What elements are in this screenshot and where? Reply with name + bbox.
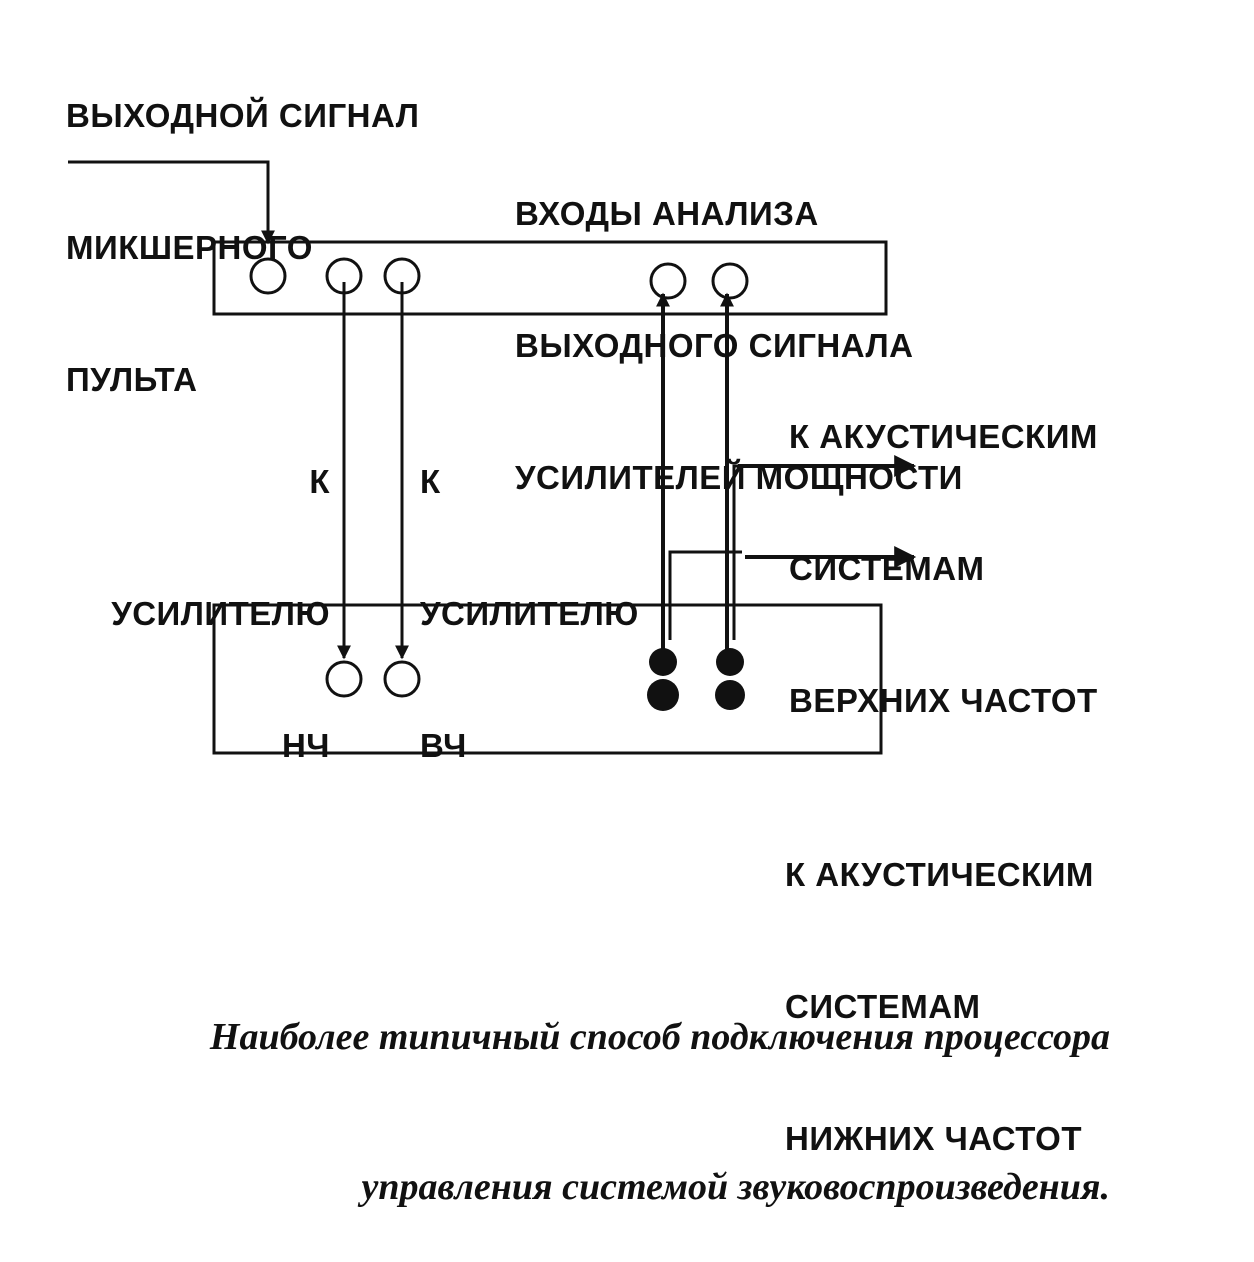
to-hf-speakers-label-line: СИСТЕМАМ <box>789 550 985 587</box>
mixer-output-label: ВЫХОДНОЙ СИГНАЛ МИКШЕРНОГО ПУЛЬТА <box>66 6 419 446</box>
mixer-output-label-line: МИКШЕРНОГО <box>66 229 313 266</box>
analysis-inputs-label-line: УСИЛИТЕЛЕЙ МОЩНОСТИ <box>515 459 963 496</box>
to-hf-amp-label: К УСИЛИТЕЛЮ ВЧ <box>420 372 639 812</box>
figure-caption-line: управления системой звуковоспроизведения… <box>361 1166 1110 1208</box>
processor-panel <box>212 240 888 316</box>
to-lf-speakers-label-line: К АКУСТИЧЕСКИМ <box>785 856 1094 893</box>
to-lf-amp-label-line: К <box>309 463 330 500</box>
hf-amp-output-terminal-1 <box>716 648 744 676</box>
jack-mixer-input <box>249 257 287 295</box>
connection-diagram <box>68 160 917 755</box>
to-hf-amp-label-line: К <box>420 463 441 500</box>
to-hf-amp-label-line: ВЧ <box>420 727 467 764</box>
lf-amp-output-terminal-1 <box>649 648 677 676</box>
to-hf-speakers-label-line: ВЕРХНИХ ЧАСТОТ <box>789 682 1098 719</box>
mixer-output-label-line: ПУЛЬТА <box>66 361 198 398</box>
lf-feedback-wiring <box>656 292 742 650</box>
to-lf-amp-label-line: УСИЛИТЕЛЮ <box>111 595 330 632</box>
analysis-inputs-label: ВХОДЫ АНАЛИЗА ВЫХОДНОГО СИГНАЛА УСИЛИТЕЛ… <box>515 104 963 544</box>
figure-caption: Наиболее типичный способ подключения про… <box>60 912 1110 1262</box>
to-lf-amp-label: К УСИЛИТЕЛЮ НЧ <box>96 372 330 812</box>
mixer-output-label-line: ВЫХОДНОЙ СИГНАЛ <box>66 97 420 134</box>
amplifier-panel <box>212 603 883 755</box>
to-lf-amp-label-line: НЧ <box>281 727 330 764</box>
to-hf-speakers-label: К АКУСТИЧЕСКИМ СИСТЕМАМ ВЕРХНИХ ЧАСТОТ <box>789 327 1098 767</box>
lf-amp-output-terminal-2 <box>647 679 679 711</box>
hf-amp-output-terminal-2 <box>715 680 745 710</box>
mixer-input-line <box>68 160 275 245</box>
analysis-inputs-label-line: ВЫХОДНОГО СИГНАЛА <box>515 327 914 364</box>
amp-input-lf <box>325 660 363 698</box>
to-lf-speakers-label-line: СИСТЕМАМ <box>785 988 981 1025</box>
figure-caption-line: Наиболее типичный способ подключения про… <box>209 1016 1110 1058</box>
analysis-inputs-label-line: ВХОДЫ АНАЛИЗА <box>515 195 819 232</box>
to-hf-amp-label-line: УСИЛИТЕЛЮ <box>420 595 639 632</box>
to-hf-speakers-label-line: К АКУСТИЧЕСКИМ <box>789 418 1098 455</box>
amp-input-hf <box>383 660 421 698</box>
